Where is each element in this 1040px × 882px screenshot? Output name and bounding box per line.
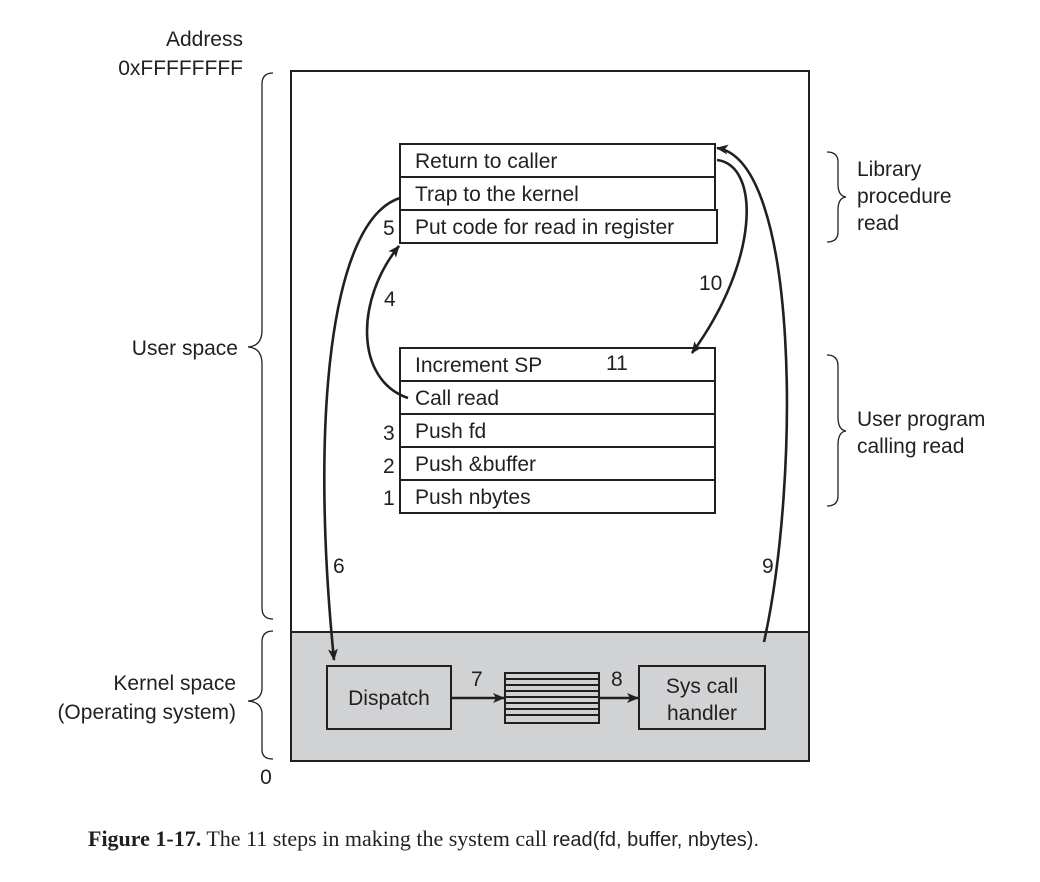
library-item-1: Trap to the kernel bbox=[415, 183, 579, 206]
user-item-1: Call read bbox=[415, 387, 499, 410]
step-3-label: 3 bbox=[383, 422, 395, 445]
user-item-3: Push &buffer bbox=[415, 453, 536, 476]
step-8-label: 8 bbox=[611, 668, 623, 691]
handler-label-2: handler bbox=[667, 702, 737, 725]
user-program-brace bbox=[826, 354, 847, 507]
user-program-label-1: User program bbox=[857, 408, 985, 431]
step-9-label: 9 bbox=[762, 555, 774, 578]
user-space-brace bbox=[247, 72, 274, 620]
kernel-space-sublabel: (Operating system) bbox=[57, 701, 236, 724]
figure-label: Figure 1-17. bbox=[88, 826, 202, 851]
user-item-4: Push nbytes bbox=[415, 486, 531, 509]
stack-cell-push-nbytes bbox=[399, 479, 716, 514]
address-bottom: 0 bbox=[260, 766, 272, 789]
user-program-stack: Increment SP 11 Call read Push fd 3 Push… bbox=[383, 347, 716, 514]
step-1-label: 1 bbox=[383, 487, 395, 510]
stack-cell-trap bbox=[399, 176, 716, 211]
library-label-2: procedure bbox=[857, 185, 952, 208]
step-7-label: 7 bbox=[471, 668, 483, 691]
kernel-space-label: Kernel space bbox=[113, 672, 236, 695]
step-4-label: 4 bbox=[384, 288, 396, 311]
address-top: 0xFFFFFFFF bbox=[118, 57, 243, 80]
arrow-step-6 bbox=[323, 196, 401, 661]
arrow-step-4 bbox=[365, 245, 409, 400]
arrow-step-10 bbox=[690, 158, 748, 354]
sys-call-handler-box bbox=[638, 665, 766, 730]
caption-text: The 11 steps in making the system call bbox=[206, 826, 548, 851]
user-item-2: Push fd bbox=[415, 420, 486, 443]
step-11-label: 11 bbox=[606, 352, 628, 375]
step-6-label: 6 bbox=[333, 555, 345, 578]
library-procedure-stack: Return to caller Trap to the kernel Put … bbox=[383, 143, 718, 244]
arrow-step-9 bbox=[716, 144, 789, 643]
dispatch-table-icon bbox=[504, 672, 600, 724]
user-space-label: User space bbox=[132, 337, 238, 360]
library-label-3: read bbox=[857, 212, 899, 235]
step-2-label: 2 bbox=[383, 455, 395, 478]
library-item-0: Return to caller bbox=[415, 150, 557, 173]
stack-cell-put-code bbox=[399, 209, 718, 244]
user-program-label-2: calling read bbox=[857, 435, 964, 458]
handler-label-1: Sys call bbox=[666, 675, 738, 698]
kernel-space-brace bbox=[247, 630, 274, 760]
step-5-label: 5 bbox=[383, 217, 395, 240]
library-item-2: Put code for read in register bbox=[415, 216, 674, 239]
caption-call: read(fd, buffer, nbytes). bbox=[552, 829, 760, 851]
dispatch-label: Dispatch bbox=[348, 687, 430, 710]
address-title: Address bbox=[166, 28, 243, 51]
user-item-0: Increment SP bbox=[415, 354, 542, 377]
figure-caption: Figure 1-17. The 11 steps in making the … bbox=[88, 826, 759, 852]
stack-cell-push-fd bbox=[399, 413, 716, 448]
library-label-1: Library bbox=[857, 158, 922, 181]
step-10-label: 10 bbox=[699, 272, 722, 295]
stack-cell-increment-sp bbox=[399, 347, 716, 382]
library-brace bbox=[826, 151, 847, 243]
